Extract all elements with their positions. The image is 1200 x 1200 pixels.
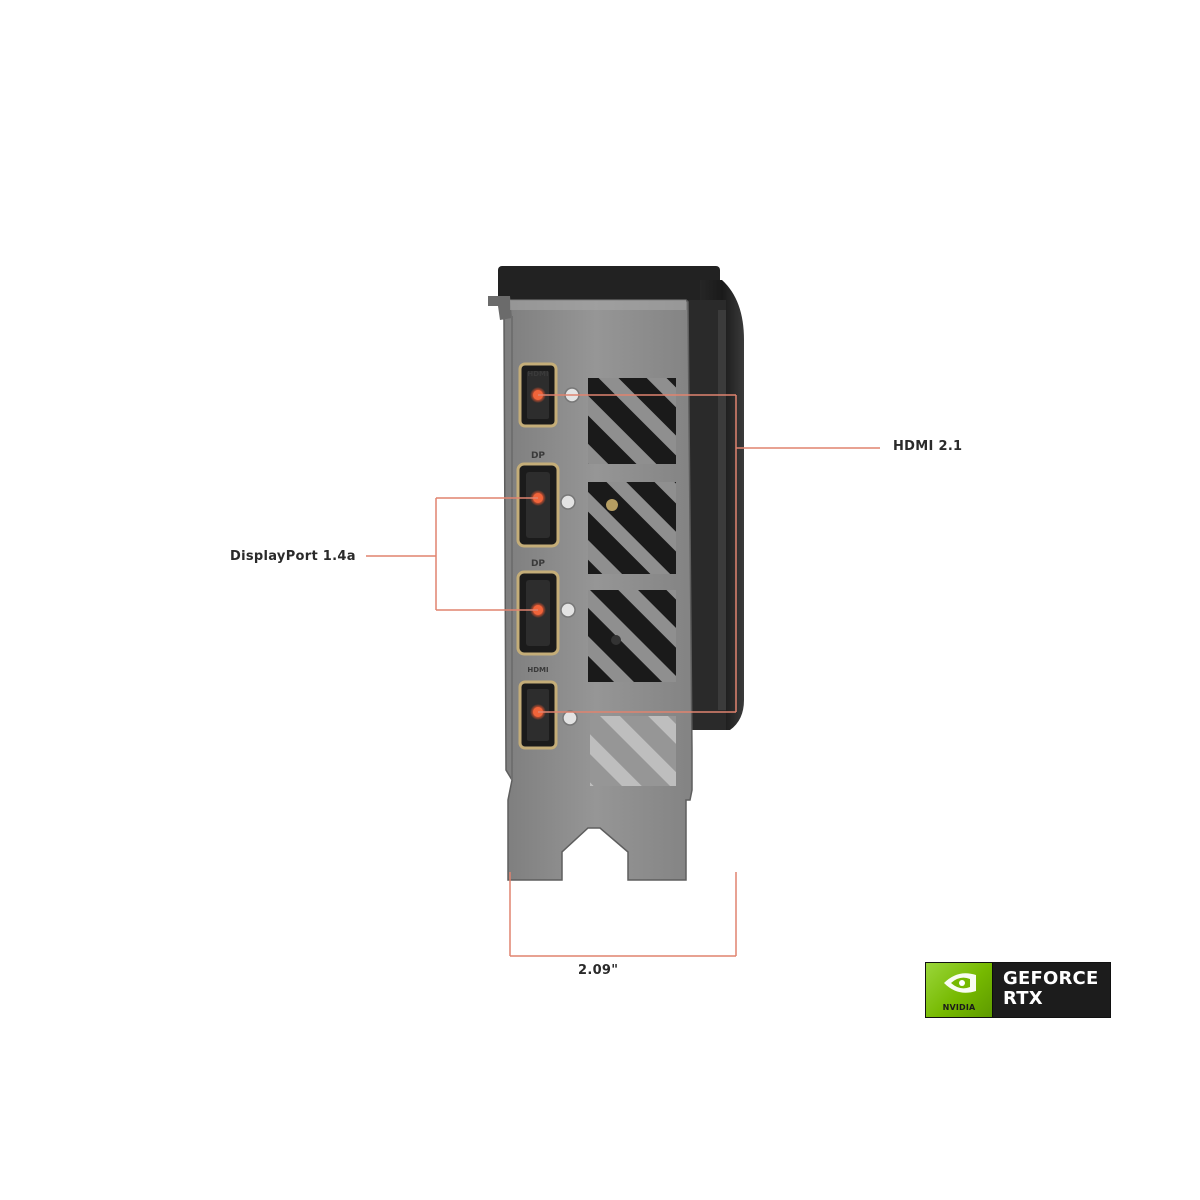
- displayport-upper: DP: [516, 451, 576, 548]
- displayport-callout-label: DisplayPort 1.4a: [230, 549, 356, 564]
- nvidia-logo: NVIDIA: [926, 963, 993, 1017]
- port-label: HDMI: [527, 370, 548, 378]
- hdmi-port-bottom: HDMI: [518, 666, 578, 750]
- geforce-rtx-badge: NVIDIA GEFORCE RTX: [925, 962, 1111, 1018]
- badge-line-1: GEFORCE: [1003, 968, 1099, 989]
- bracket-vents: [588, 378, 676, 786]
- badge-line-2: RTX: [1003, 988, 1043, 1009]
- displayport-lower: DP: [516, 559, 576, 656]
- gpu-shroud: [498, 266, 744, 730]
- bracket-width-label: 2.09": [578, 963, 619, 978]
- geforce-rtx-text: GEFORCE RTX: [993, 963, 1110, 1017]
- port-label: DP: [531, 451, 545, 461]
- port-label: DP: [531, 559, 545, 569]
- port-label: HDMI: [527, 666, 548, 674]
- nvidia-wordmark: NVIDIA: [942, 1003, 976, 1012]
- callout-lines: [366, 394, 880, 957]
- hdmi-callout-label: HDMI 2.1: [893, 439, 963, 454]
- nvidia-eye-icon: [944, 973, 976, 993]
